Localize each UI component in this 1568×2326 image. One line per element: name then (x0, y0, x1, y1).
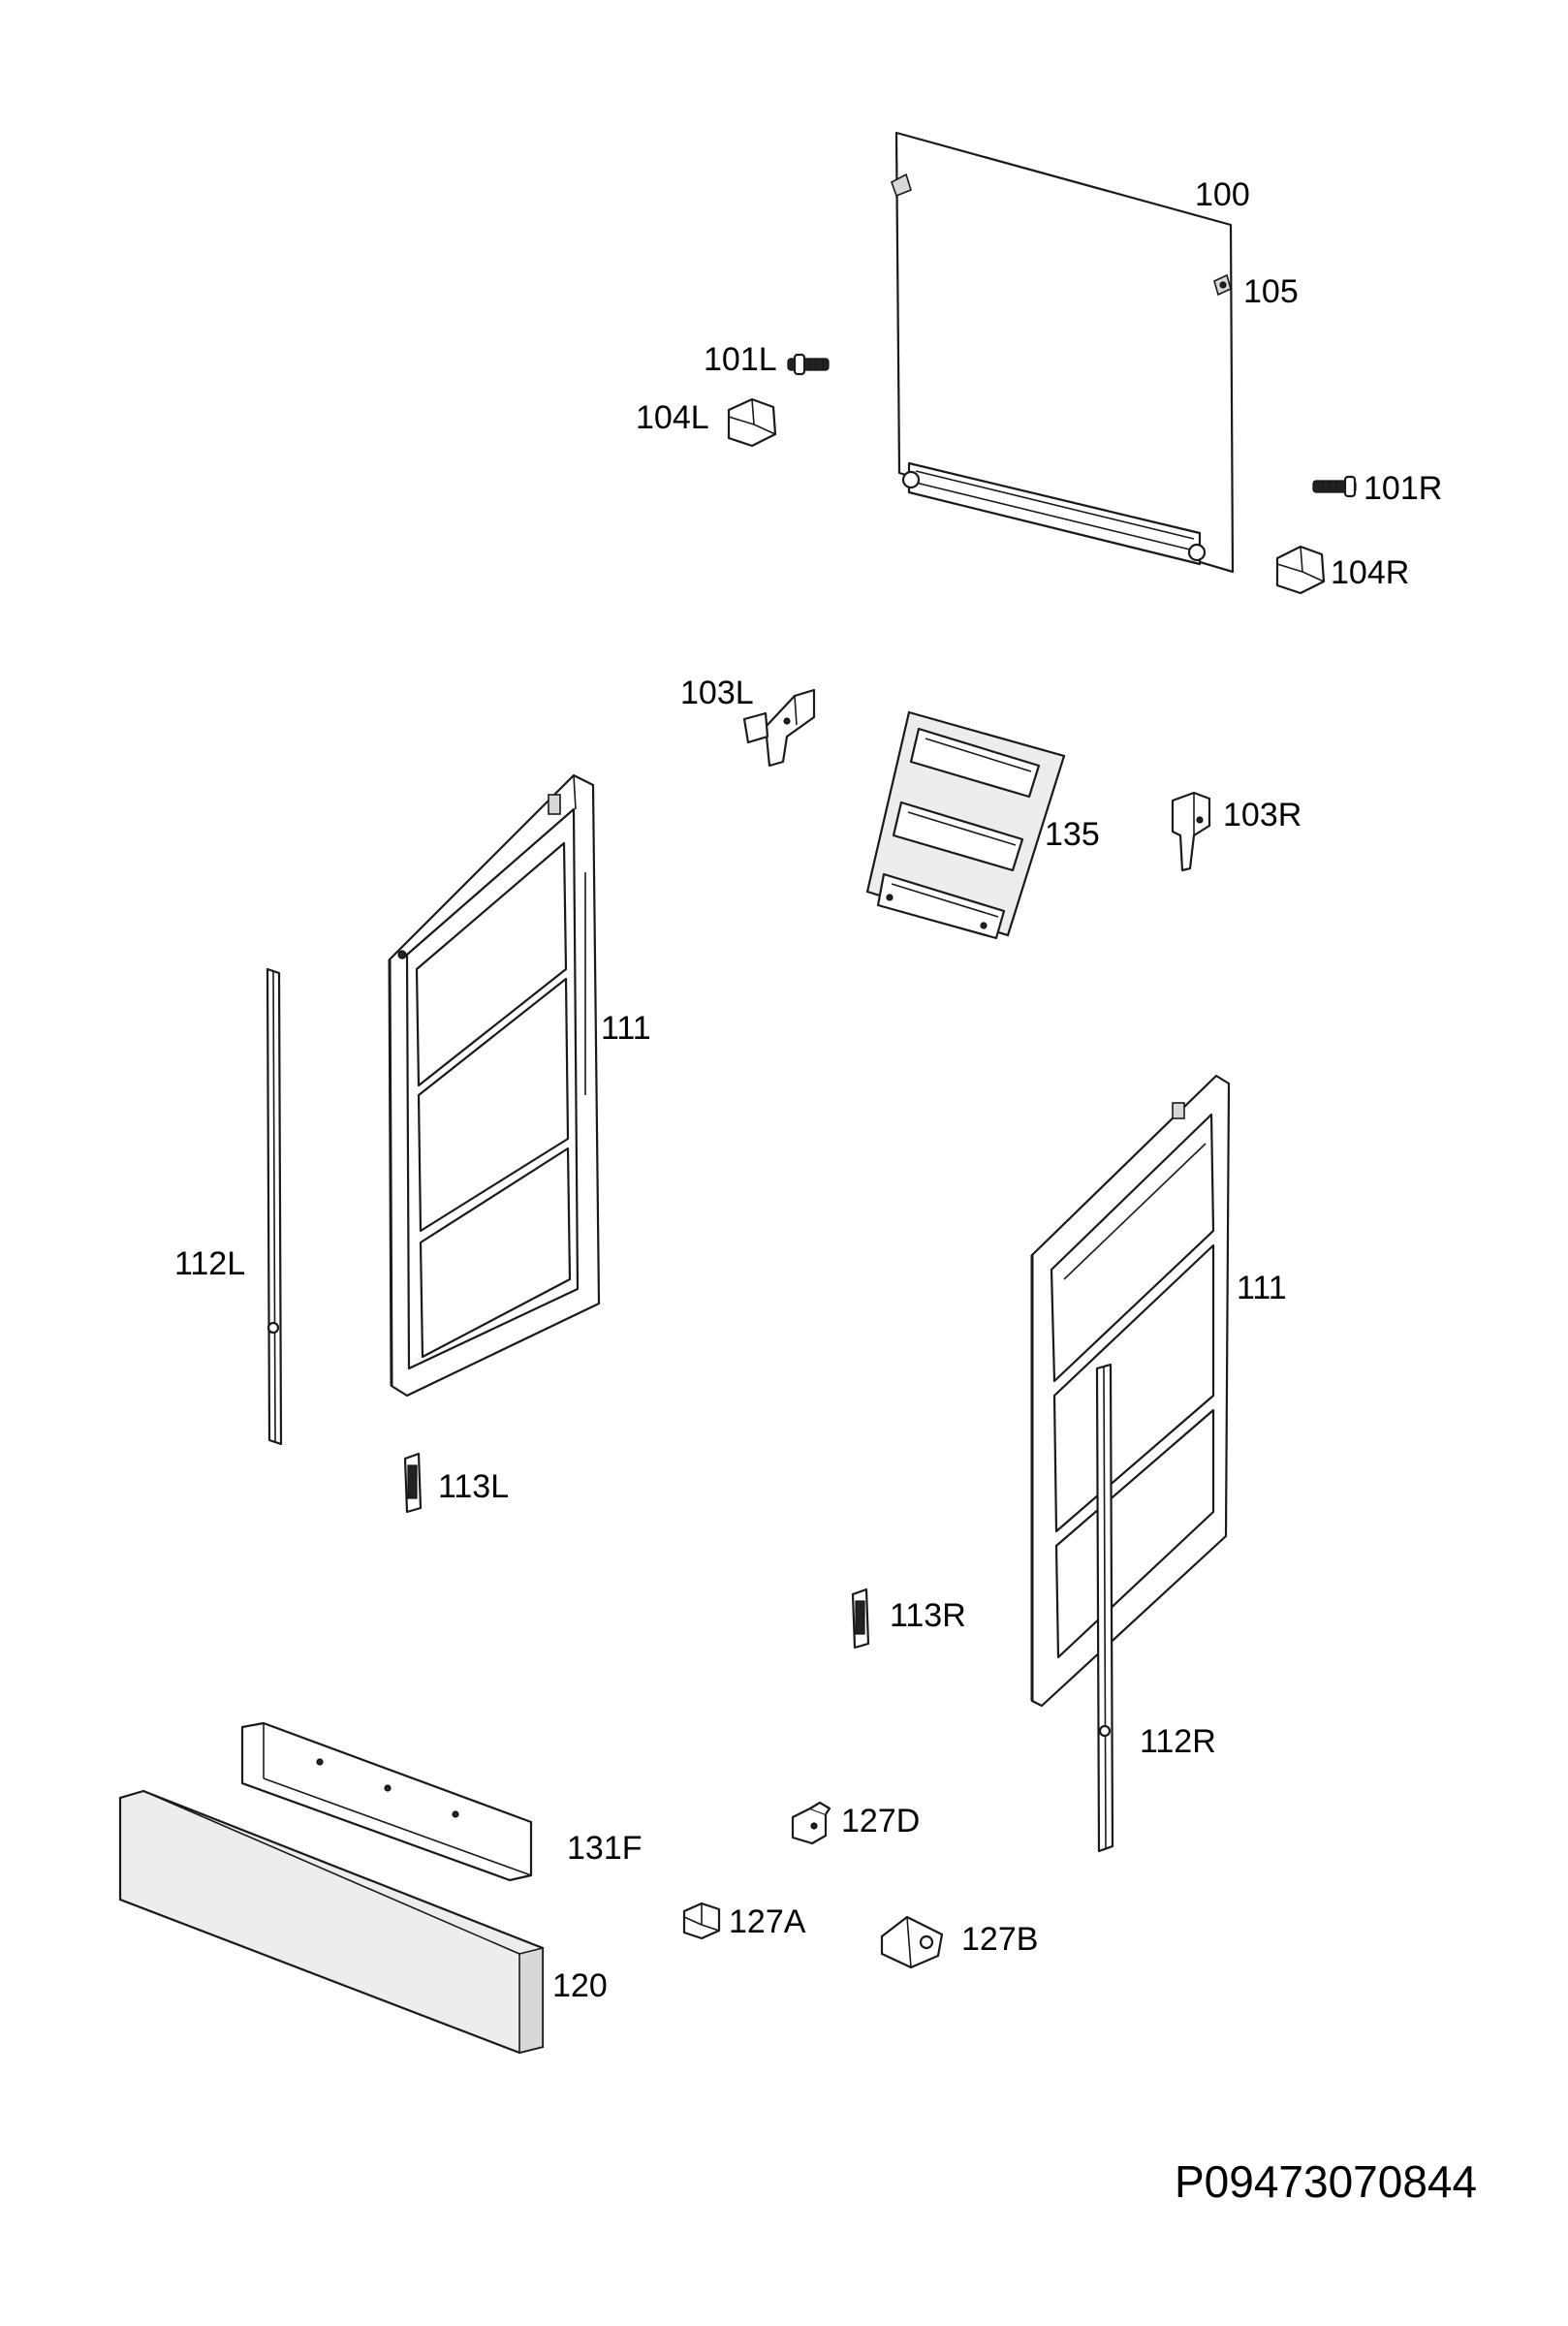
part-131F-rail (240, 1721, 533, 1882)
part-101L-screw (787, 353, 830, 376)
label-111-right: 111 (1237, 1270, 1287, 1306)
label-104R: 104R (1331, 554, 1409, 591)
label-131F: 131F (567, 1830, 643, 1867)
part-103L-bracket (742, 688, 816, 768)
part-113L-latch (403, 1452, 423, 1514)
label-101R: 101R (1364, 470, 1442, 507)
label-101L: 101L (704, 341, 777, 378)
part-112R-strip (1095, 1363, 1114, 1853)
label-100: 100 (1195, 176, 1250, 213)
part-120-kick-plate (118, 1789, 545, 2055)
part-104R-hinge-cap (1275, 545, 1326, 595)
label-112R: 112R (1140, 1723, 1216, 1760)
label-113R: 113R (890, 1597, 966, 1634)
part-113R-latch (851, 1587, 870, 1650)
part-100-door-panel (891, 131, 1235, 574)
part-103R-bracket (1171, 791, 1211, 872)
part-101R-screw (1312, 475, 1357, 498)
label-127B: 127B (961, 1921, 1038, 1958)
label-111-left: 111 (601, 1010, 651, 1047)
part-112L-strip (266, 967, 283, 1446)
part-104L-hinge-cap (727, 397, 777, 448)
label-127A: 127A (729, 1903, 806, 1940)
label-135: 135 (1045, 816, 1100, 853)
label-127D: 127D (841, 1803, 920, 1839)
part-127A-block (682, 1902, 721, 1940)
label-112L: 112L (174, 1245, 245, 1282)
drawing-code: P09473070844 (1175, 2156, 1477, 2207)
label-105: 105 (1243, 273, 1299, 310)
part-135-insert-panel (865, 710, 1066, 940)
part-127D-clip (791, 1801, 831, 1845)
part-111-right-frame (1030, 1074, 1231, 1708)
label-120: 120 (552, 1967, 608, 2004)
part-105-clip (1213, 273, 1232, 297)
part-111-left-frame (388, 773, 601, 1398)
label-103L: 103L (680, 675, 754, 711)
label-104L: 104L (636, 399, 709, 436)
label-113L: 113L (438, 1468, 509, 1505)
label-103R: 103R (1223, 797, 1301, 833)
part-127B-angle (880, 1915, 944, 1969)
